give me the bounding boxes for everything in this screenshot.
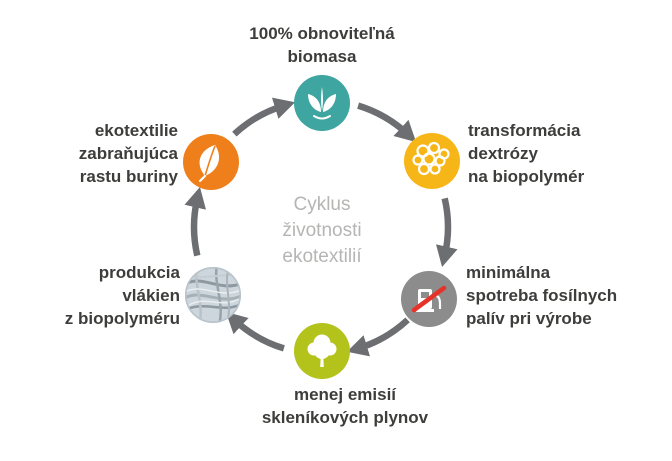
node-fibers bbox=[184, 266, 242, 324]
molecules-icon bbox=[412, 141, 450, 176]
label-fibers: produkcia vlákien z biopolyméru bbox=[64, 263, 180, 328]
dextrose-circle bbox=[404, 133, 460, 189]
cycle-arrows bbox=[184, 97, 458, 357]
sprout-icon bbox=[308, 87, 336, 120]
label-biomass: 100% obnoviteľná biomasa bbox=[249, 24, 395, 66]
fuel-pump-crossed-icon bbox=[411, 285, 447, 313]
leaf-icon bbox=[198, 145, 220, 183]
label-emissions: menej emisií skleníkových plynov bbox=[261, 385, 429, 427]
node-fossil bbox=[401, 271, 457, 327]
node-dextrose bbox=[404, 133, 460, 189]
arrow-biomass-to-dextrose bbox=[357, 102, 417, 143]
label-weeds: ekotextilie zabraňujúca rastu buriny bbox=[78, 121, 178, 186]
cycle-title: Cyklus životnosti ekotextilií bbox=[282, 194, 362, 267]
label-dextrose: transformácia dextrózy na biopolymér bbox=[468, 121, 585, 186]
arrow-dextrose-to-fossil bbox=[435, 197, 458, 268]
arrow-fibers-to-weeds bbox=[184, 186, 207, 257]
node-emissions bbox=[294, 323, 350, 379]
arrow-fossil-to-emissions bbox=[346, 317, 410, 357]
arrow-weeds-to-biomass bbox=[232, 97, 296, 137]
fibers-ring bbox=[184, 266, 242, 324]
label-fossil: minimálna spotreba fosílnych palív pri v… bbox=[466, 263, 618, 328]
node-biomass bbox=[294, 75, 350, 131]
node-weeds bbox=[183, 134, 239, 190]
arrow-emissions-to-fibers bbox=[225, 311, 285, 352]
tree-icon bbox=[307, 334, 337, 367]
